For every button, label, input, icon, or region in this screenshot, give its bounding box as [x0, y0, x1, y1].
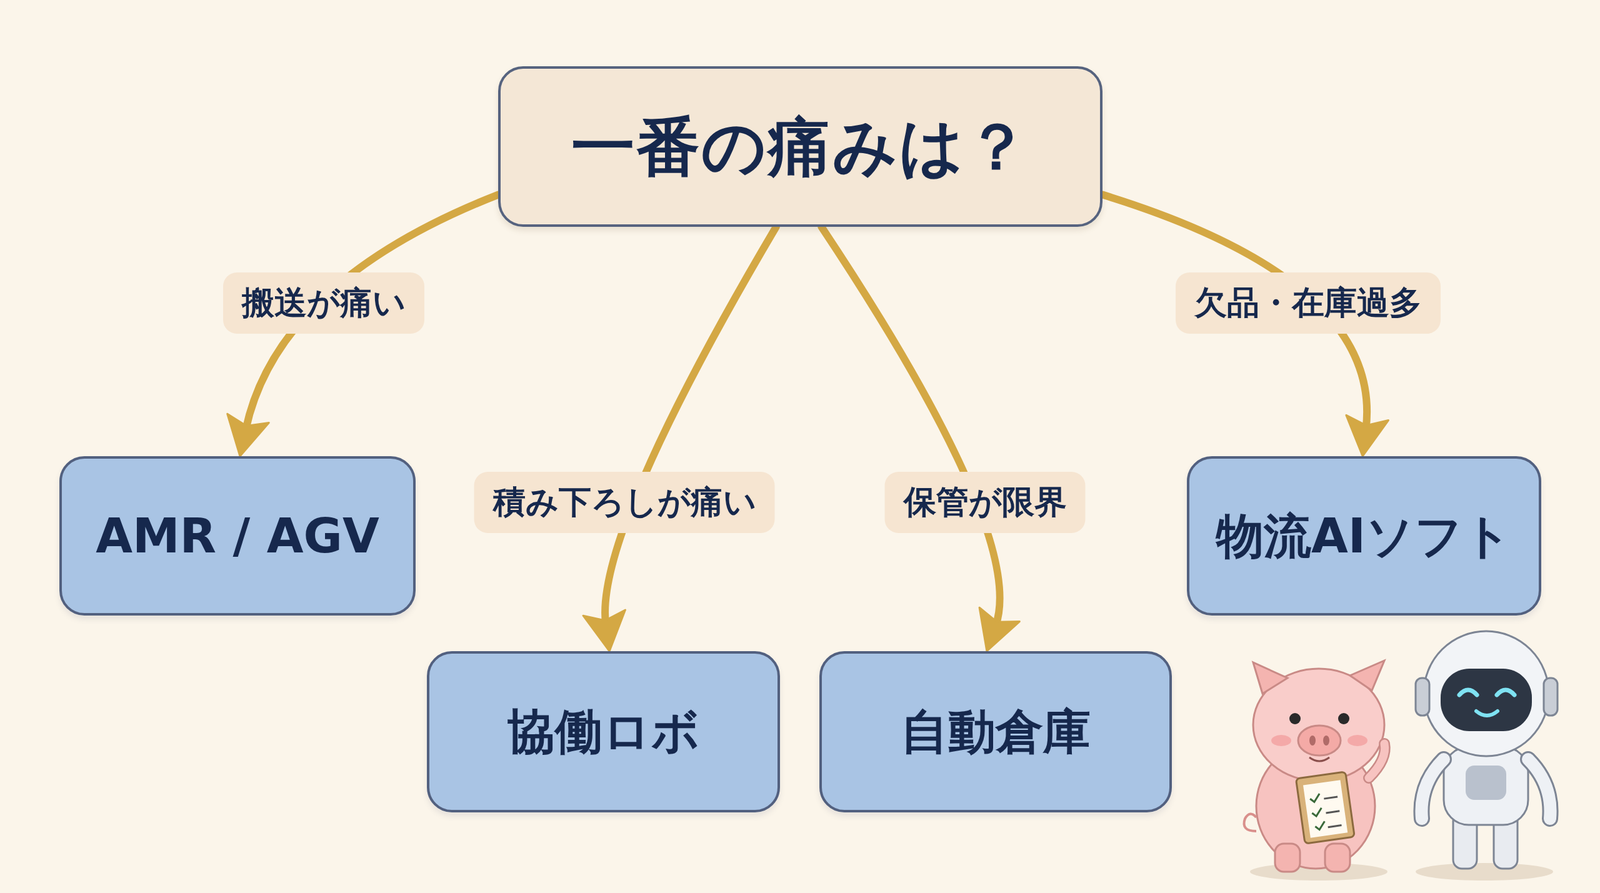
- solution-box: 自動倉庫: [819, 651, 1172, 813]
- arrow-connector: [583, 226, 777, 652]
- pig-mascot: [1243, 660, 1388, 881]
- solution-box: AMR / AGV: [59, 456, 416, 616]
- arrow-head: [979, 607, 1020, 652]
- solution-box: 協働ロボ: [426, 651, 780, 813]
- arrow-head: [583, 610, 625, 652]
- node-text-group: 一番の痛みは？: [571, 110, 1030, 184]
- edge-label: 搬送が痛い: [223, 272, 425, 334]
- arrow-line: [605, 226, 777, 625]
- node-label: 自動倉庫: [900, 704, 1091, 759]
- node-label: 物流AIソフト: [1216, 508, 1512, 564]
- arrow-head: [227, 413, 269, 457]
- solution-box: 物流AIソフト: [1186, 456, 1542, 616]
- node-text-group: 物流AIソフト: [1216, 508, 1512, 564]
- node-label: 協働ロボ: [507, 704, 700, 759]
- arrow-line: [821, 226, 1000, 626]
- question-box: 一番の痛みは？: [498, 66, 1103, 227]
- robot-mascot: [1415, 631, 1558, 881]
- edge-label: 欠品・在庫過多: [1175, 272, 1441, 334]
- edge-label: 保管が限界: [885, 471, 1086, 534]
- node-text-group: AMR / AGV: [95, 508, 380, 564]
- arrow-head: [1346, 415, 1389, 457]
- node-label: 一番の痛みは？: [571, 110, 1030, 184]
- node-text-group: 自動倉庫: [900, 704, 1091, 759]
- node-text-group: 協働ロボ: [507, 704, 700, 759]
- edge-label: 積み下ろしが痛い: [474, 471, 775, 534]
- node-label: AMR / AGV: [95, 508, 380, 564]
- arrow-connector: [821, 226, 1020, 652]
